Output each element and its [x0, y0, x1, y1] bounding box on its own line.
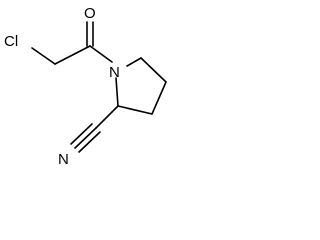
molecule-diagram: O Cl N N [4, 5, 167, 168]
bond-nitrile-2 [70, 123, 93, 145]
atom-oxygen: O [84, 5, 96, 22]
bond-co-ch2 [54, 45, 91, 65]
bond-nitrile-3 [78, 131, 101, 153]
atom-chlorine: Cl [4, 33, 18, 50]
bond-c5-n [126, 57, 142, 67]
bond-c3-c4 [151, 81, 167, 115]
atom-nitrile-nitrogen: N [58, 151, 69, 168]
bond-nitrile-1 [74, 127, 97, 149]
structure-canvas: O Cl N N [0, 0, 186, 170]
bond-ch2-cl [31, 47, 56, 65]
bond-n-c2 [115, 77, 119, 107]
atom-ring-nitrogen: N [109, 64, 120, 81]
bond-c2-c3 [117, 105, 153, 115]
bond-co-n [89, 45, 113, 63]
bond-c4-c5 [140, 57, 167, 83]
bond-c2-cn [95, 105, 119, 129]
